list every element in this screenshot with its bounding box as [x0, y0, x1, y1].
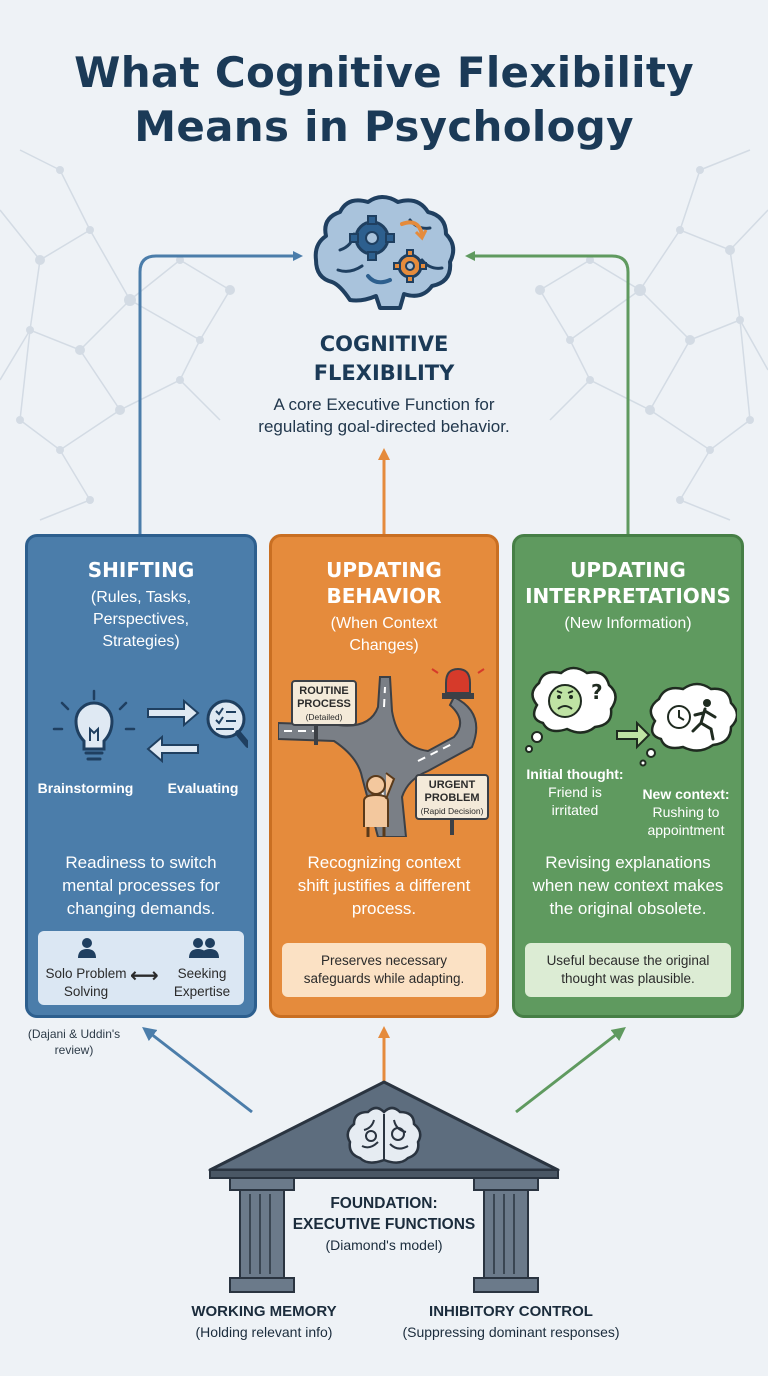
checklist-magnifier-icon	[206, 699, 248, 748]
working-memory-label: WORKING MEMORY (Holding relevant info)	[191, 1303, 337, 1340]
lightbulb-icon	[52, 689, 136, 761]
shifting-example-box: Solo Problem Solving ⟷ Seeking Expertise	[38, 931, 244, 1005]
alarm-light-icon	[431, 667, 485, 699]
routine-process-sign	[291, 680, 357, 745]
single-person-icon	[78, 938, 96, 958]
foundation-brain-icon	[346, 1106, 422, 1164]
new-context-label: New context: Rushing to appointment	[642, 786, 730, 838]
panel-updating-behavior: UPDATING BEHAVIOR (When Context Changes)…	[269, 534, 499, 1018]
arrow-interpretations-to-center	[465, 251, 630, 534]
cognitive-flexibility-description: A core Executive Function for regulating…	[258, 395, 510, 436]
panel-updating-interpretations: UPDATING INTERPRETATIONS (New Informatio…	[512, 534, 744, 1018]
urgent-problem-text: URGENT PROBLEM (Rapid Decision)	[420, 779, 484, 816]
foundation-temple-icon	[208, 1080, 560, 1293]
behavior-note-box: Preserves necessary safeguards while ada…	[282, 943, 486, 997]
person-thinking-icon	[363, 772, 396, 837]
panel-shifting-title: SHIFTING	[87, 558, 195, 582]
arrow-foundation-to-interpretations	[515, 1026, 626, 1114]
panel-shifting-body: Readiness to switch mental processes for…	[62, 853, 220, 918]
left-pillar	[229, 1177, 295, 1293]
shifting-illustration	[52, 689, 248, 764]
forked-road-illustration	[278, 667, 489, 837]
thought-bubble-sad-icon	[525, 666, 617, 753]
right-pillar	[473, 1177, 539, 1293]
swap-arrows-icon	[146, 698, 200, 764]
panel-interpretations-title: UPDATING INTERPRETATIONS	[525, 558, 731, 608]
routine-process-text: ROUTINE PROCESS (Detailed)	[297, 685, 351, 722]
foundation-subtitle: (Diamond's model)	[325, 1237, 443, 1253]
double-arrow-icon: ⟷	[130, 965, 159, 987]
arrow-shifting-to-center	[138, 251, 303, 534]
urgent-problem-sign	[415, 774, 489, 835]
question-mark-icon: ?	[591, 680, 603, 704]
page-title: What Cognitive Flexibility Means in Psyc…	[74, 48, 694, 151]
two-people-icon	[189, 938, 219, 958]
brain-gears-icon	[313, 195, 456, 310]
panel-behavior-subtitle: (When Context Changes)	[330, 615, 438, 654]
foundation-title: FOUNDATION: EXECUTIVE FUNCTIONS	[292, 1195, 476, 1233]
interpretations-note-box: Useful because the original thought was …	[525, 943, 731, 997]
label-evaluating: Evaluating	[167, 780, 239, 796]
panel-interpretations-subtitle: (New Information)	[564, 615, 692, 632]
panel-shifting: SHIFTING (Rules, Tasks, Perspectives, St…	[25, 534, 257, 1018]
right-arrow-icon	[616, 720, 651, 750]
panel-shifting-subtitle: (Rules, Tasks, Perspectives, Strategies)	[90, 589, 192, 650]
initial-thought-label: Initial thought: Friend is irritated	[526, 766, 624, 818]
seeking-expertise-label: Seeking Expertise	[173, 966, 231, 999]
label-brainstorming: Brainstorming	[37, 780, 134, 796]
panel-behavior-title: UPDATING BEHAVIOR	[326, 558, 442, 608]
arrow-foundation-to-shifting	[142, 1026, 253, 1114]
cognitive-flexibility-title: COGNITIVE FLEXIBILITY	[313, 332, 455, 385]
solo-problem-solving-label: Solo Problem Solving	[45, 966, 127, 999]
panel-interpretations-body: Revising explanations when new context m…	[532, 853, 724, 918]
inhibitory-control-label: INHIBITORY CONTROL (Suppressing dominant…	[402, 1303, 620, 1340]
thought-bubbles-illustration: ?	[525, 666, 737, 767]
citation: (Dajani & Uddin's review)	[27, 1027, 121, 1057]
panel-behavior-body: Recognizing context shift justifies a di…	[297, 853, 471, 918]
thought-bubble-running-icon	[639, 682, 737, 767]
